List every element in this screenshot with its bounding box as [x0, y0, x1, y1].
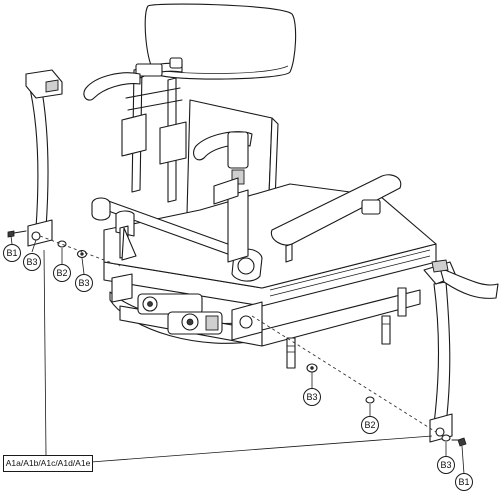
- callout-b3-left-a: B3: [23, 253, 41, 271]
- callout-b3-left-b: B3: [75, 274, 93, 292]
- callout-b1-right: B1: [455, 473, 473, 491]
- leader-lines: [10, 235, 465, 475]
- callout-label: B3: [78, 278, 89, 288]
- callout-b2-center: B2: [361, 416, 379, 434]
- right-armrest: [213, 174, 402, 282]
- callout-b3-right: B3: [437, 456, 455, 474]
- callout-label: B2: [364, 420, 375, 430]
- callout-label: B2: [56, 268, 67, 278]
- hardware: [7, 230, 467, 447]
- seat-legs: [286, 287, 407, 369]
- callout-label: B1: [6, 248, 17, 258]
- left-seat-belt: [25, 69, 63, 247]
- alignment-lines: [39, 235, 437, 433]
- callout-b2-left: B2: [53, 264, 71, 282]
- callout-label: B3: [306, 392, 317, 402]
- seat-actuator: [111, 273, 263, 341]
- callout-label: B3: [26, 257, 37, 267]
- callout-label: B3: [440, 460, 451, 470]
- callout-b1-left: B1: [3, 244, 21, 262]
- cross-tube: [91, 197, 251, 263]
- assembly-part-label: A1a/A1b/A1c/A1d/A1e: [3, 455, 93, 472]
- callout-b3-center: B3: [303, 388, 321, 406]
- backrest-frame: [121, 57, 187, 203]
- callout-label: B1: [458, 477, 469, 487]
- right-seat-belt: [423, 259, 499, 443]
